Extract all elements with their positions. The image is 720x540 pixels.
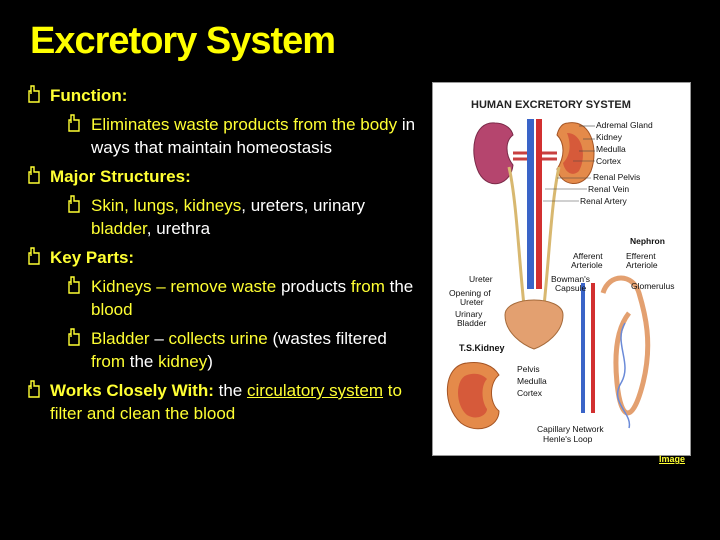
kidneys-action: remove waste [170, 277, 277, 296]
bladder-t3: ) [207, 352, 213, 371]
nephron-tubule [600, 275, 651, 416]
diagram-title: HUMAN EXCRETORY SYSTEM [471, 99, 631, 111]
kidneys-part: Kidneys [91, 277, 152, 296]
works-with-t2: to filter and clean the blood [50, 381, 402, 423]
leader-lines [543, 125, 595, 202]
pointing-hand-icon [68, 276, 80, 294]
left-kidney-shape [473, 122, 514, 185]
label-opening-2: Ureter [460, 297, 484, 307]
right-ureter [541, 166, 561, 316]
structures-text2: , urethra [146, 219, 211, 238]
bullet-bladder: Bladder – collects urine (wastes filtere… [26, 327, 416, 373]
function-label: Function: [50, 86, 128, 105]
ts-kidney-medulla [458, 373, 487, 418]
circulatory-system-link[interactable]: circulatory system [246, 381, 384, 400]
label-ts-cortex: Cortex [517, 388, 543, 398]
pointing-hand-icon [28, 166, 40, 184]
bullet-key-parts: Key Parts: [26, 246, 416, 269]
bladder-action: collects urine [168, 329, 268, 348]
pointing-hand-icon [28, 247, 40, 265]
renal-vessels [513, 151, 557, 161]
key-parts-label: Key Parts: [50, 248, 135, 267]
label-urinary-2: Bladder [457, 318, 486, 328]
bullet-list: Function: Eliminates waste products from… [26, 78, 416, 425]
bladder-obj: kidney [158, 352, 208, 371]
bullet-kidneys: Kidneys – remove waste products from the… [26, 275, 416, 321]
bullet-function: Function: [26, 84, 416, 107]
label-medulla: Medulla [596, 144, 626, 154]
vena-cava [527, 119, 534, 289]
bladder-part: Bladder [91, 329, 150, 348]
label-renal-artery: Renal Artery [580, 196, 628, 206]
label-efferent-2: Arteriole [626, 260, 658, 270]
bullet-works-with: Works Closely With: the circulatory syst… [26, 379, 416, 425]
label-efferent-1: Efferent [626, 251, 656, 261]
kidneys-t1: products [276, 277, 351, 296]
left-ureter [507, 166, 527, 316]
label-kidney: Kidney [596, 132, 623, 142]
excretory-system-diagram: HUMAN EXCRETORY SYSTEM [432, 82, 691, 456]
pointing-hand-icon [28, 85, 40, 103]
label-ureter: Ureter [469, 274, 493, 284]
bullet-structures-detail: Skin, lungs, kidneys, ureters, urinary b… [26, 194, 416, 240]
bullet-function-detail: Eliminates waste products from the body … [26, 113, 416, 159]
label-opening-1: Opening of [449, 288, 491, 298]
kidneys-t2: the [384, 277, 414, 296]
label-renal-vein: Renal Vein [588, 184, 629, 194]
label-glomerulus: Glomerulus [631, 281, 674, 291]
label-afferent-2: Arteriole [571, 260, 603, 270]
label-renal-pelvis: Renal Pelvis [593, 172, 640, 182]
label-capillary: Capillary Network [537, 424, 604, 434]
bladder-dash: – [149, 329, 169, 348]
label-cortex: Cortex [596, 156, 622, 166]
label-afferent-1: Afferent [573, 251, 603, 261]
bladder-t2: the [125, 352, 159, 371]
bladder-t1: (wastes filtered [267, 329, 387, 348]
label-urinary-1: Urinary [455, 309, 483, 319]
slide-title: Excretory System [30, 20, 336, 62]
label-ts-medulla: Medulla [517, 376, 547, 386]
structures-label: Major Structures: [50, 167, 191, 186]
label-ts-pelvis: Pelvis [517, 364, 540, 374]
structures-highlight1: Skin, lungs, kidneys [91, 196, 242, 215]
capillary-network [616, 322, 631, 429]
function-rest: in ways that maintain homeostasis [91, 115, 416, 157]
pointing-hand-icon [68, 328, 80, 346]
structures-highlight2: bladder [91, 219, 147, 238]
label-bowman-2: Capsule [555, 283, 586, 293]
kidneys-from: from [350, 277, 385, 296]
bladder-from: from [91, 352, 125, 371]
pointing-hand-icon [68, 114, 80, 132]
works-with-label: Works Closely With: [50, 381, 214, 400]
label-henle: Henle's Loop [543, 434, 593, 444]
label-bowman-1: Bowman's [551, 274, 590, 284]
image-source-link[interactable]: Image [659, 454, 686, 464]
aorta [536, 119, 542, 289]
kidneys-dash: – [151, 277, 171, 296]
function-highlight: Eliminates waste products from the body [91, 115, 398, 134]
bladder-shape [504, 299, 564, 350]
pointing-hand-icon [28, 380, 40, 398]
works-with-t1: the [213, 381, 247, 400]
right-kidney-medulla [563, 133, 583, 174]
label-ts-kidney: T.S.Kidney [459, 343, 505, 353]
label-adrenal: Adremal Gland [596, 120, 653, 130]
label-nephron: Nephron [630, 236, 665, 246]
kidneys-obj: blood [91, 300, 133, 319]
structures-text1: , ureters, urinary [241, 196, 366, 215]
bullet-structures: Major Structures: [26, 165, 416, 188]
pointing-hand-icon [68, 195, 80, 213]
